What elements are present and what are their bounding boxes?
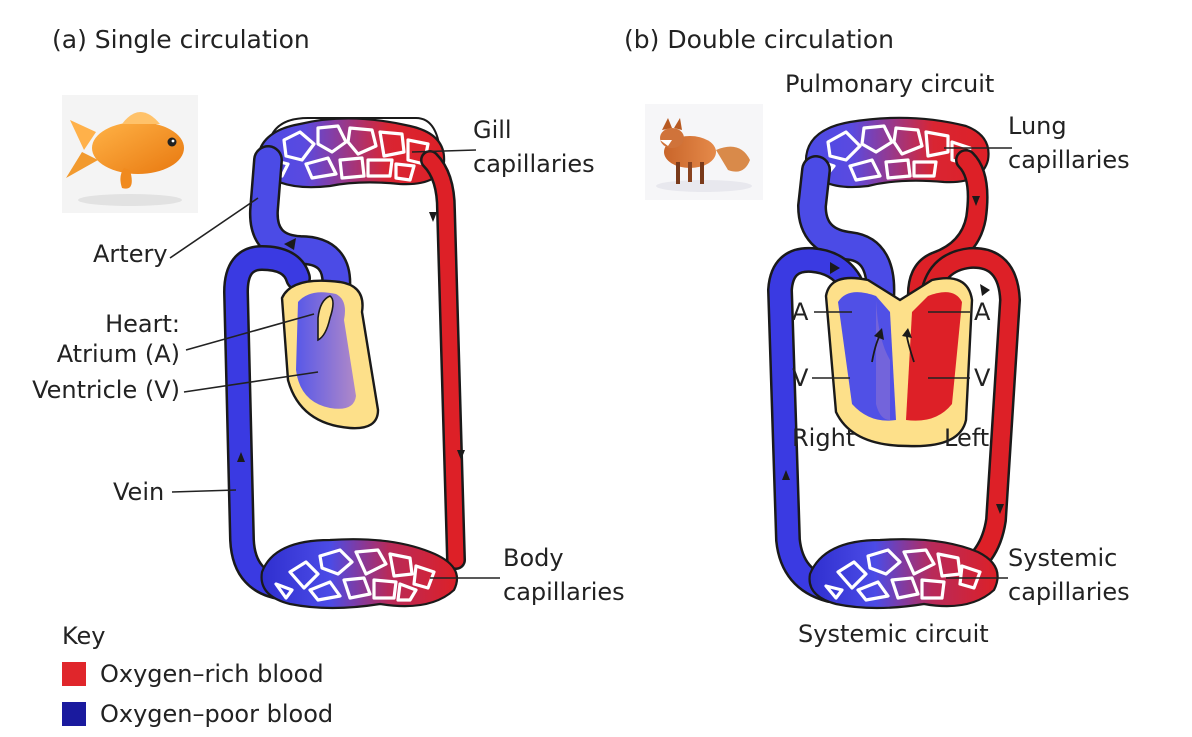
goldfish-image	[62, 95, 198, 213]
body-label-line2: capillaries	[503, 578, 625, 606]
lung-mesh	[814, 124, 972, 182]
legend-swatch-oxygen-poor	[62, 702, 86, 726]
gill-leader	[411, 149, 477, 153]
ventricle-label: Ventricle (V)	[32, 376, 180, 404]
heart-label: Heart:	[105, 310, 180, 338]
pulmonary-circuit-label: Pulmonary circuit	[785, 70, 994, 98]
lung-label-line2: capillaries	[1008, 146, 1130, 174]
systemic-mesh	[824, 548, 982, 602]
mammal-heart	[824, 276, 974, 448]
panel-b-title: (b) Double circulation	[624, 25, 894, 54]
panel-a-title: (a) Single circulation	[52, 25, 310, 54]
systemic-circuit-label: Systemic circuit	[798, 620, 989, 648]
right-label: Right	[792, 424, 855, 452]
left-label: Left	[944, 424, 989, 452]
panel-a: (a) Single circulation	[32, 25, 625, 610]
artery-label: Artery	[93, 240, 168, 268]
fish-heart	[280, 279, 380, 430]
ventricle-leader	[183, 371, 319, 393]
panel-b: (b) Double circulation Pulmonary circuit	[624, 25, 1130, 648]
body-mesh	[274, 548, 436, 602]
vein-label: Vein	[113, 478, 164, 506]
atrium-leader	[185, 313, 315, 351]
vein-leader	[171, 489, 237, 493]
legend-title: Key	[62, 622, 106, 650]
a-left-label: A	[792, 298, 809, 326]
systemic-label-line1: Systemic	[1008, 544, 1117, 572]
fox-image	[645, 104, 763, 200]
legend: Key Oxygen–rich blood Oxygen–poor blood	[62, 622, 333, 728]
v-right-label: V	[974, 364, 991, 392]
legend-swatch-oxygen-rich	[62, 662, 86, 686]
systemic-label-line2: capillaries	[1008, 578, 1130, 606]
atrium-label: Atrium (A)	[57, 340, 180, 368]
gill-label-line1: Gill	[473, 116, 512, 144]
lung-label-line1: Lung	[1008, 112, 1067, 140]
artery-leader	[169, 197, 259, 259]
legend-label-oxygen-rich: Oxygen–rich blood	[100, 660, 324, 688]
body-label-line1: Body	[503, 544, 564, 572]
v-left-label: V	[792, 364, 809, 392]
gill-label-line2: capillaries	[473, 150, 595, 178]
a-right-label: A	[974, 298, 991, 326]
legend-label-oxygen-poor: Oxygen–poor blood	[100, 700, 333, 728]
